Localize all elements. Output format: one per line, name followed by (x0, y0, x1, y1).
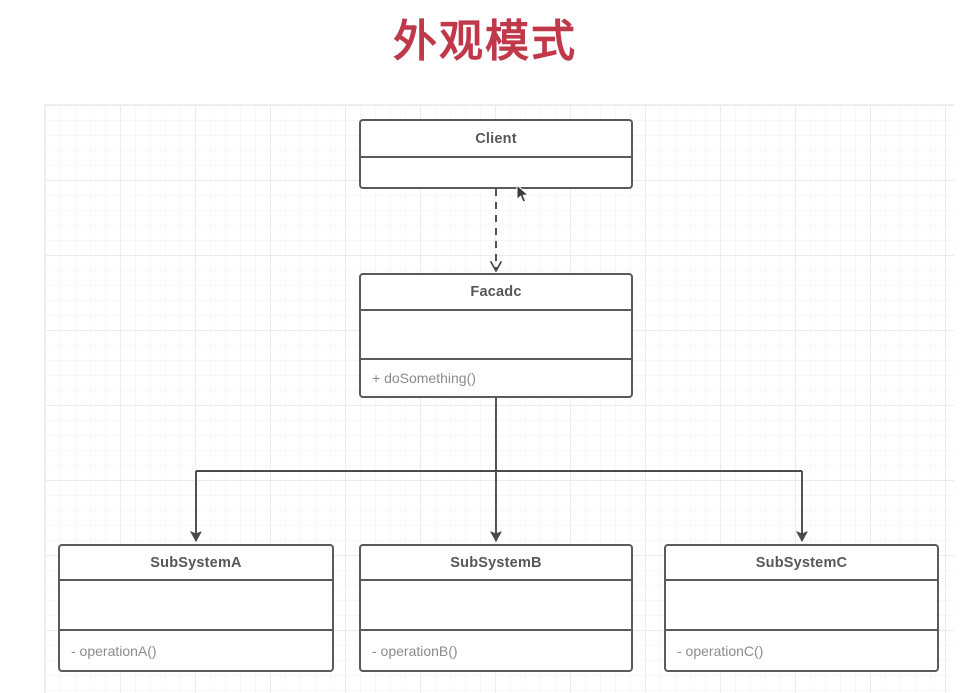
uml-class-name-subsystem-c: SubSystemC (666, 546, 937, 581)
uml-class-name-subsystem-b: SubSystemB (361, 546, 631, 581)
uml-operation-subsystem-a: - operationA() (71, 642, 157, 659)
uml-attributes-subsystem-a (60, 581, 332, 631)
uml-operation-subsystem-c: - operationC() (677, 642, 764, 659)
connector-facade-trunk (196, 398, 802, 472)
uml-class-subsystem-b[interactable]: SubSystemB - operationB() (359, 544, 633, 672)
uml-class-facade[interactable]: Facadc + doSomething() (359, 273, 633, 398)
uml-class-name-facade: Facadc (361, 275, 631, 311)
uml-attributes-client (361, 158, 631, 189)
uml-class-name-client: Client (361, 121, 631, 158)
uml-operation-facade-dosomething: + doSomething() (372, 370, 476, 386)
uml-attributes-subsystem-c (666, 581, 937, 631)
uml-operation-subsystem-b: - operationB() (372, 642, 458, 659)
uml-class-subsystem-c[interactable]: SubSystemC - operationC() (664, 544, 939, 672)
uml-class-name-subsystem-a: SubSystemA (60, 546, 332, 581)
uml-grid-canvas[interactable]: Client Facadc + doSomething() SubSystemA… (44, 104, 954, 693)
page-title: 外观模式 (393, 17, 577, 66)
uml-class-subsystem-a[interactable]: SubSystemA - operationA() (58, 544, 334, 672)
uml-attributes-facade (361, 311, 631, 360)
uml-class-client[interactable]: Client (359, 119, 633, 189)
uml-attributes-subsystem-b (361, 581, 631, 631)
